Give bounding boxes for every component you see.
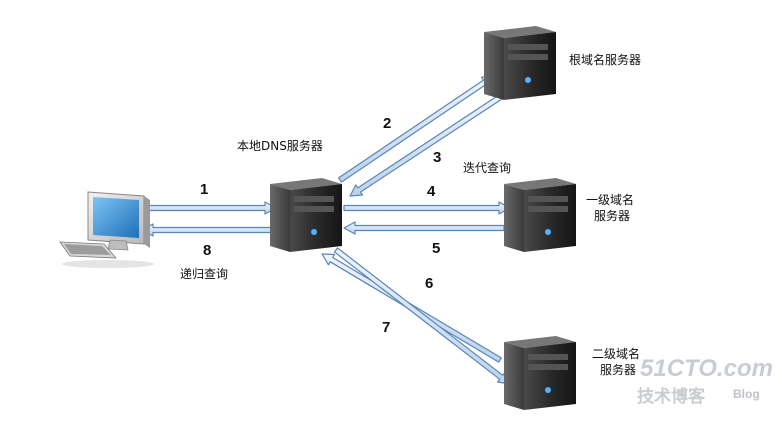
step-number-4: 4 (427, 183, 436, 200)
step-number-7: 7 (382, 319, 390, 336)
local-dns-label: 本地DNS服务器 (237, 138, 323, 153)
arrow-step-7 (333, 247, 511, 385)
arrow-step-5 (343, 221, 505, 235)
recursive-query-label: 递归查询 (180, 267, 228, 281)
arrow-step-4 (343, 201, 511, 215)
arrow-step-1 (141, 201, 277, 215)
arrows-group (141, 75, 511, 385)
step-number-8: 8 (203, 242, 211, 259)
watermark-brand: 51CTO.com (640, 355, 773, 382)
second-level-label-line2: 服务器 (600, 362, 636, 377)
second-level-server-icon (504, 336, 576, 410)
watermark-blog: Blog (733, 387, 760, 401)
root-server-icon (484, 26, 556, 100)
tld-label-line2: 服务器 (594, 208, 630, 223)
watermark-logo: 51CTO.com 技术博客 Blog (637, 355, 773, 407)
tld-server-icon (504, 178, 576, 252)
step-number-2: 2 (383, 115, 391, 132)
tld-label-line1: 一级域名 (586, 192, 634, 207)
arrow-step-8 (141, 223, 277, 237)
step-number-3: 3 (433, 149, 441, 166)
step-number-5: 5 (432, 240, 440, 257)
step-number-6: 6 (425, 275, 433, 292)
watermark-tagline: 技术博客 (637, 386, 706, 407)
step-number-1: 1 (200, 181, 208, 198)
iterative-query-label: 迭代查询 (463, 161, 511, 175)
client-computer-icon (59, 191, 154, 268)
local-dns-server-icon (270, 178, 342, 252)
second-level-label-line1: 二级域名 (592, 346, 640, 361)
arrow-step-3 (349, 89, 510, 197)
root-server-label: 根域名服务器 (569, 52, 641, 67)
